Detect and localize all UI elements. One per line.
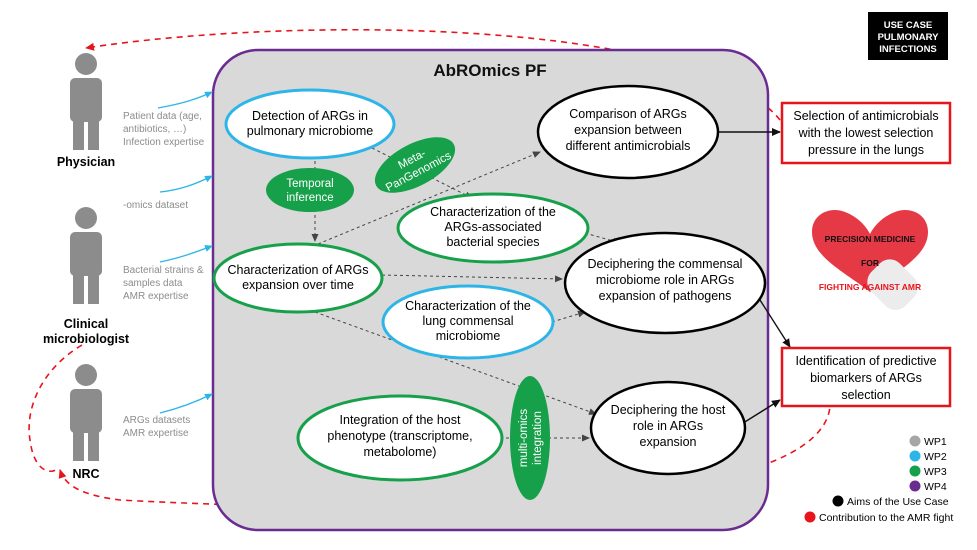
input-arrow-strains — [159, 245, 213, 263]
legend-swatch-1 — [909, 450, 921, 462]
legend-swatch-4 — [832, 495, 844, 507]
nrc-input-1: ARGs datasets — [123, 415, 190, 426]
legend-label-1: WP2 — [924, 451, 947, 463]
node-comparison-args — [536, 84, 720, 180]
method-multiomics-line-1: multi-omics — [518, 409, 530, 467]
feedback-loop-bottom — [58, 397, 831, 508]
feedback-loop-top — [85, 28, 781, 121]
legend-swatch-2 — [909, 465, 921, 477]
node-char-species-line-2: ARGs-associated — [444, 220, 541, 234]
outcome-selection-line-3: pressure in the lungs — [808, 143, 924, 157]
nrc-person-icon — [70, 364, 102, 461]
legend-swatch-0 — [909, 435, 921, 447]
arrow-commensal-role-to-identification — [759, 299, 791, 348]
use-case-badge: USE CASE PULMONARY INFECTIONS — [868, 12, 948, 60]
microbiologist-input-b2: samples data — [123, 278, 183, 289]
outcome-identification-line-1: Identification of predictive — [795, 354, 936, 368]
node-comparison-line-2: expansion between — [574, 123, 682, 137]
node-decipher-host-line-3: expansion — [640, 435, 697, 449]
legend-swatch-3 — [909, 480, 921, 492]
precision-medicine-logo: PRECISION MEDICINE FOR FIGHTING AGAINST … — [812, 210, 928, 310]
node-char-commensal-line-3: microbiome — [436, 329, 501, 343]
node-detection-line-1: Detection of ARGs in — [252, 109, 368, 123]
legend-label-3: WP4 — [924, 481, 947, 493]
physician-label: Physician — [57, 155, 115, 169]
microbiologist-label-1: Clinical — [64, 317, 108, 331]
badge-line-3: INFECTIONS — [879, 44, 937, 55]
node-decipher-host-line-2: role in ARGs — [633, 419, 703, 433]
outcome-identification-line-2: biomarkers of ARGs — [810, 371, 922, 385]
node-char-args-species — [396, 192, 590, 264]
node-integration-line-2: phenotype (transcriptome, — [327, 429, 472, 443]
outcome-identification-line-3: selection — [841, 388, 890, 402]
method-temporal-line-2: inference — [286, 192, 333, 204]
legend-swatch-5 — [804, 511, 816, 523]
badge-line-2: PULMONARY — [878, 32, 940, 43]
logo-line-2: FOR — [861, 258, 879, 268]
node-char-args-expansion — [212, 242, 384, 314]
outcome-identification-biomarkers: Identification of predictive biomarkers … — [780, 346, 952, 408]
outcome-selection-antimicrobials: Selection of antimicrobials with the low… — [780, 101, 952, 165]
node-decipher-host-line-1: Deciphering the host — [611, 403, 726, 417]
node-char-commensal-line-2: lung commensal — [422, 314, 513, 328]
nrc-input-2: AMR expertise — [123, 428, 189, 439]
physician-input-1: Patient data (age, — [123, 111, 202, 122]
node-comparison-line-3: different antimicrobials — [566, 139, 691, 153]
node-integration-line-1: Integration of the host — [340, 413, 461, 427]
legend-label-0: WP1 — [924, 436, 947, 448]
arrow-host-role-to-identification — [739, 399, 781, 426]
input-arrow-physician — [157, 91, 213, 109]
physician-input-2: antibiotics, …) — [123, 124, 186, 135]
method-multi-omics-integration: multi-omics integration — [510, 376, 550, 500]
method-multiomics-line-2: integration — [532, 411, 544, 465]
node-decipher-host-role — [589, 380, 747, 476]
legend-label-2: WP3 — [924, 466, 947, 478]
node-char-species-line-1: Characterization of the — [430, 205, 556, 219]
microbiologist-input-a: -omics dataset — [123, 200, 188, 211]
microbiologist-person-icon — [70, 207, 102, 304]
microbiologist-input-b3: AMR expertise — [123, 291, 189, 302]
badge-line-1: USE CASE — [884, 20, 933, 31]
node-decipher-commensal-line-2: microbiome role in ARGs — [596, 273, 734, 287]
arrow-expansion-to-comparison — [317, 151, 541, 245]
node-decipher-commensal-line-1: Deciphering the commensal — [588, 257, 743, 271]
input-arrow-nrc — [159, 393, 213, 414]
input-arrow-omics — [159, 175, 213, 193]
node-char-expansion-line-2: expansion over time — [242, 278, 354, 292]
physician-person-icon — [70, 53, 102, 150]
node-char-commensal-line-1: Characterization of the — [405, 299, 531, 313]
node-integration-line-3: metabolome) — [364, 445, 437, 459]
arrow-expansion-to-host-role — [314, 311, 597, 415]
node-detection-line-2: pulmonary microbiome — [247, 124, 373, 138]
legend-label-5: Contribution to the AMR fight — [819, 512, 953, 524]
node-decipher-commensal-line-3: expansion of pathogens — [599, 289, 732, 303]
arrow-expansion-to-commensal-role — [381, 274, 563, 283]
feedback-loop-left — [28, 344, 83, 472]
microbiologist-input-b1: Bacterial strains & — [123, 265, 204, 276]
nrc-label: NRC — [72, 467, 99, 481]
node-integration-host — [296, 394, 504, 482]
node-detection-args — [224, 88, 396, 160]
outcome-selection-line-1: Selection of antimicrobials — [793, 109, 938, 123]
outcome-selection-line-2: with the lowest selection — [798, 126, 934, 140]
legend-label-4: Aims of the Use Case — [847, 496, 949, 508]
logo-line-3: FIGHTING AGAINST AMR — [819, 282, 921, 292]
platform-title: AbROmics PF — [433, 61, 546, 80]
node-char-expansion-line-1: Characterization of ARGs — [227, 263, 368, 277]
method-temporal-line-1: Temporal — [286, 178, 333, 190]
node-comparison-line-1: Comparison of ARGs — [569, 107, 686, 121]
node-decipher-commensal-role — [563, 231, 767, 335]
method-temporal-inference: Temporal inference — [266, 168, 354, 212]
node-char-species-line-3: bacterial species — [446, 235, 539, 249]
logo-line-1: PRECISION MEDICINE — [825, 234, 916, 244]
physician-input-3: Infection expertise — [123, 137, 205, 148]
node-char-lung-commensal — [381, 284, 555, 360]
microbiologist-label-2: microbiologist — [43, 332, 130, 346]
